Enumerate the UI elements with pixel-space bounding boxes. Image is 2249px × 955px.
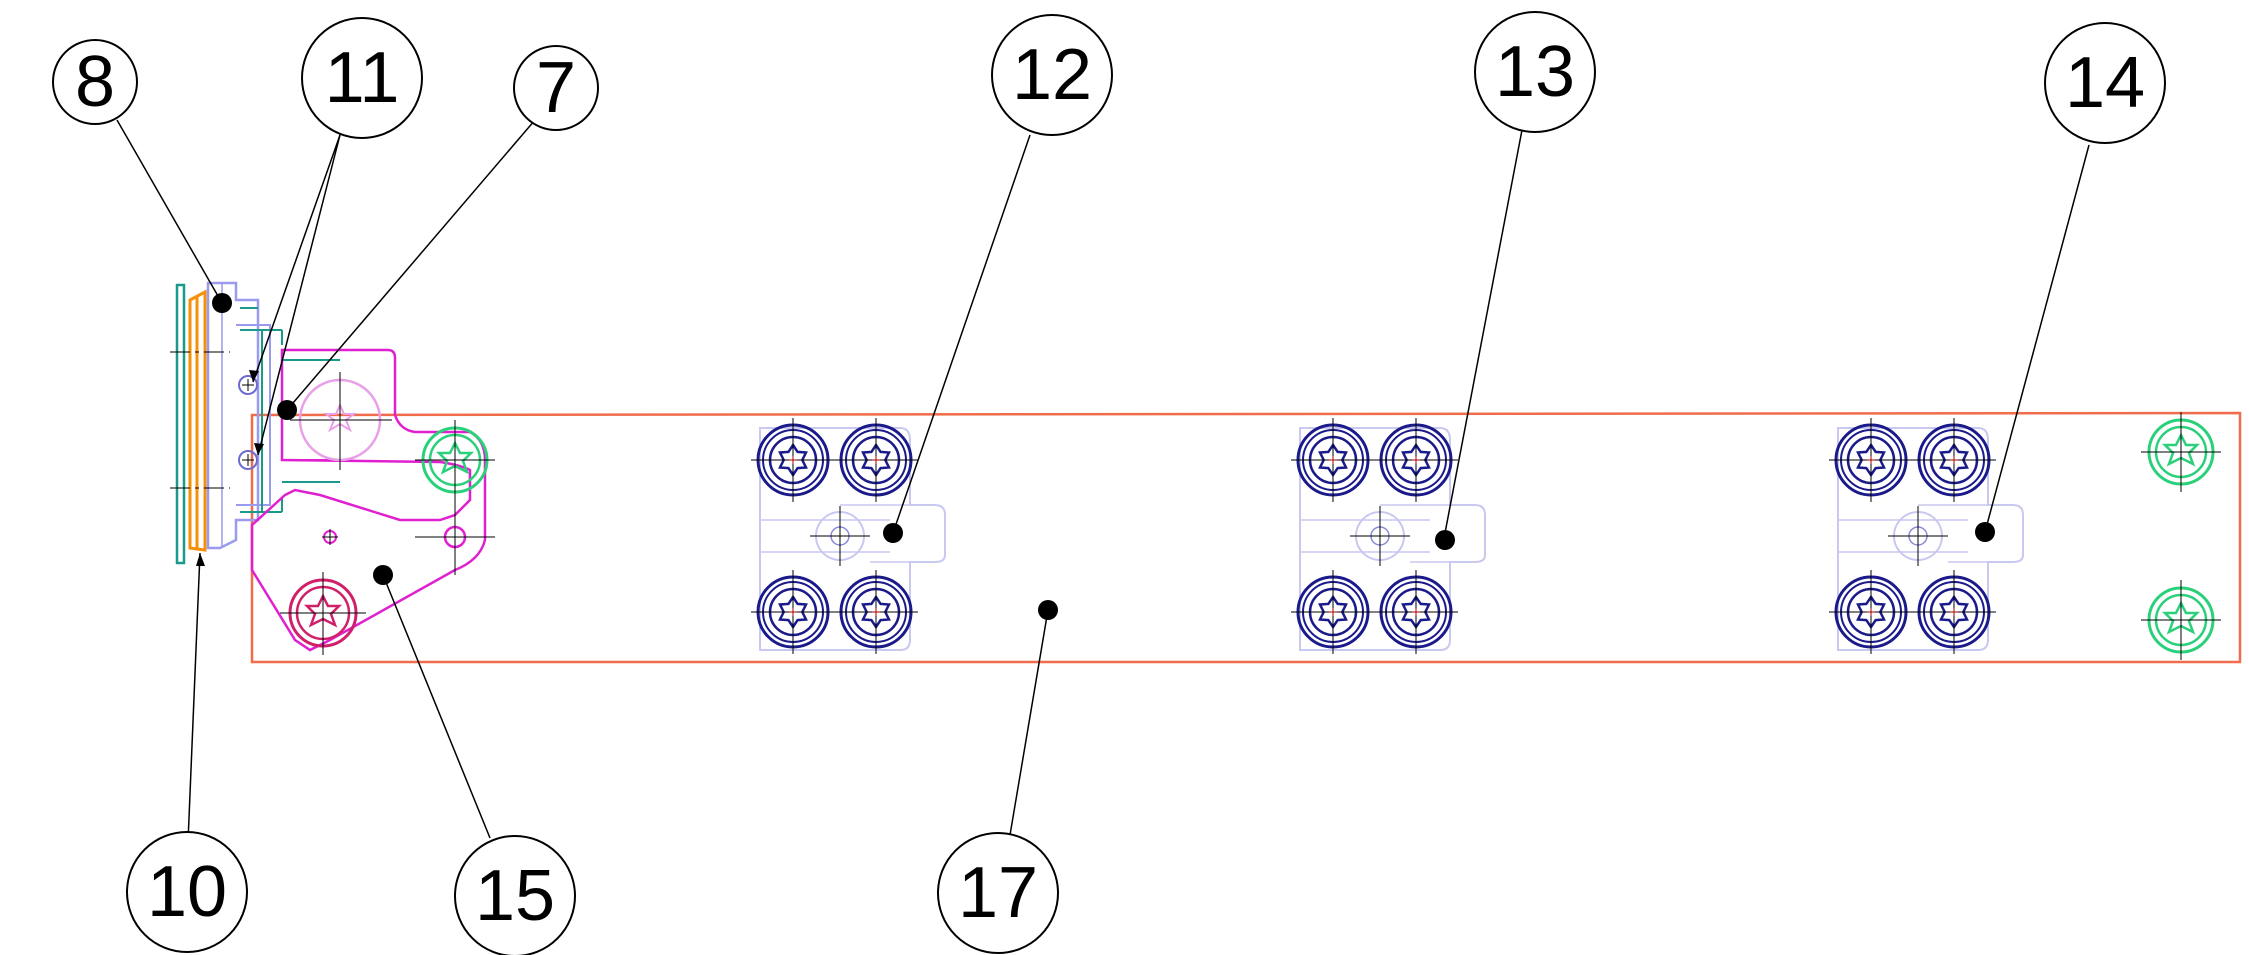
balloon-10-label: 10	[147, 852, 227, 932]
clamp-14	[1829, 418, 2024, 654]
clamp-bolt	[1829, 418, 1913, 502]
clamp-bolt	[1374, 570, 1458, 654]
balloon-13: 13	[1474, 11, 1596, 133]
clamp-bolt	[751, 570, 835, 654]
clamp-bolt	[1912, 570, 1996, 654]
balloon-15-label: 15	[475, 856, 555, 936]
clamp-bolt	[834, 418, 918, 502]
balloon-17-label: 17	[958, 853, 1038, 933]
balloon-8-label: 8	[75, 42, 115, 122]
balloon-15: 15	[454, 835, 576, 955]
leader-dots	[212, 293, 1995, 620]
balloon-10: 10	[126, 831, 248, 953]
crimson-screw	[280, 572, 366, 655]
leader-lines	[116, 119, 2090, 843]
end-cap-assembly	[170, 281, 340, 565]
clamp-bolt	[1912, 418, 1996, 502]
balloon-11-label: 11	[325, 38, 400, 118]
balloon-8: 8	[52, 39, 138, 125]
balloon-14-label: 14	[2065, 43, 2145, 123]
clamp-blocks	[751, 418, 2024, 654]
green-screws	[415, 412, 2221, 660]
clamp-bolt	[1291, 418, 1375, 502]
balloon-12-label: 12	[1012, 35, 1092, 115]
arrow-heads	[196, 370, 264, 566]
clamp-bolt	[1374, 418, 1458, 502]
balloon-13-label: 13	[1495, 32, 1575, 112]
clamp-bolt	[834, 570, 918, 654]
balloon-14: 14	[2044, 22, 2166, 144]
balloon-7: 7	[513, 45, 599, 131]
clamp-bolt	[1829, 570, 1913, 654]
clamp-13	[1291, 418, 1486, 654]
balloon-12: 12	[991, 14, 1113, 136]
clamp-bolt	[751, 418, 835, 502]
base-plate	[250, 411, 2242, 664]
balloon-11: 11	[301, 17, 423, 139]
magenta-bracket	[250, 348, 495, 652]
balloon-7-label: 7	[536, 48, 576, 128]
clamp-bolt	[1291, 570, 1375, 654]
balloon-17: 17	[937, 832, 1059, 954]
clamp-12	[751, 418, 946, 654]
